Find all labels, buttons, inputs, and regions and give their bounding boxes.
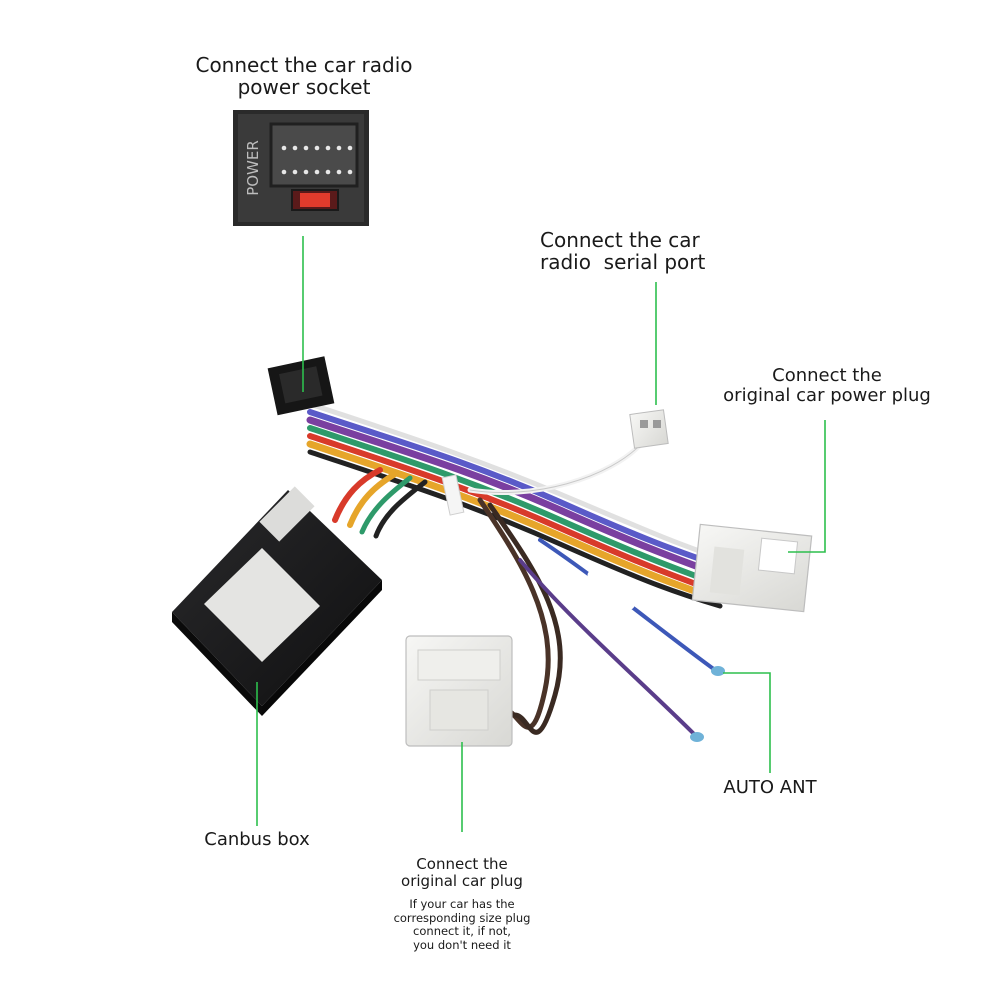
label-original-car-plug-line1: Connect the: [416, 855, 508, 873]
label-original-car-plug-line2: original car plug: [401, 871, 523, 890]
label-original-power-plug: Connect the original car power plug: [702, 365, 952, 407]
label-serial-port: Connect the car radio serial port: [540, 229, 770, 274]
canbus-top-sticker: [259, 486, 315, 542]
note-line4: you don't need it: [413, 937, 511, 952]
serial-port-connector: [629, 409, 669, 449]
fuse: [300, 193, 330, 207]
power-socket-photo: POWER: [233, 110, 369, 226]
note-line1: If your car has the: [409, 897, 515, 911]
label-power-socket-line1: Connect the car radio: [195, 53, 413, 77]
socket-pin-block: [269, 122, 359, 188]
wire-bundle: [306, 401, 725, 742]
label-power-socket-line2: power socket: [237, 75, 371, 100]
label-auto-ant: AUTO ANT: [700, 777, 840, 798]
label-original-power-plug-line2: original car power plug: [723, 385, 931, 407]
note-line3: connect it, if not,: [413, 924, 511, 939]
note-line2: corresponding size plug: [393, 910, 531, 925]
label-auto-ant-text: AUTO ANT: [723, 777, 817, 798]
power-marking: POWER: [244, 140, 262, 196]
label-power-socket: Connect the car radio power socket: [182, 54, 426, 99]
label-original-power-plug-line1: Connect the: [772, 365, 882, 386]
canbus-box: [172, 486, 382, 716]
radio-connector: [267, 356, 335, 416]
socket-pins: [281, 145, 353, 175]
note-original-car-plug: If your car has the corresponding size p…: [362, 897, 562, 952]
leader-power-plug: [788, 420, 826, 553]
canbus-label-sticker: [204, 548, 320, 662]
label-serial-port-line2: radio serial port: [540, 250, 706, 275]
leader-lines: [256, 236, 826, 832]
original-car-plug: [405, 635, 513, 747]
original-power-plug: [691, 523, 813, 613]
leader-auto-ant: [723, 672, 771, 773]
label-canbus-box: Canbus box: [180, 829, 334, 850]
label-canbus-box-text: Canbus box: [204, 829, 310, 850]
label-serial-port-line1: Connect the car: [540, 228, 700, 252]
label-original-car-plug: Connect the original car plug: [362, 856, 562, 890]
